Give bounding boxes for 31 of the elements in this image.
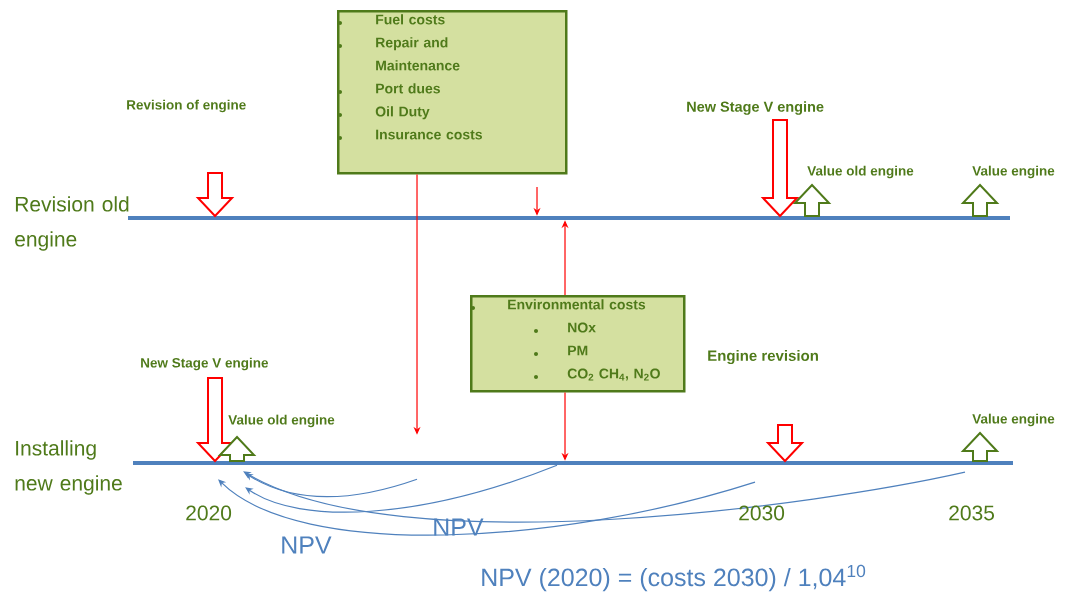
arrow [245,464,558,513]
block-arrow [960,183,1000,217]
event-label: Value engine [972,413,1055,427]
npv-formula: NPV (2020) = (costs 2030) / 1,04$^{10}$ [482,564,866,592]
block-arrow [792,183,832,217]
event-label: New Stage V engine [687,101,824,115]
block-arrow [217,435,257,462]
event-label: Revision of engine [127,99,246,113]
event-label: Value engine [972,165,1055,179]
event-label: Value old engine [807,165,914,179]
event-label: New Stage V engine [141,357,268,371]
timeline-bar [128,216,1010,220]
event-label: Value old engine [228,414,335,428]
timeline-label: Installing new engine [15,440,122,495]
year-label: 2035 [949,505,994,521]
block-arrow [195,172,235,218]
arrow [218,479,756,536]
cost-box: Fuel costs Repair and Maintenance Port dues Oil Duty Insurance costs [337,10,568,175]
timeline-bar [133,461,1013,465]
block-arrow [765,424,805,463]
year-label: 2020 [186,505,232,521]
block-arrow [760,119,800,218]
event-label: Engine revision [708,349,818,364]
arrow [243,471,966,523]
timeline-label: Revision old engine [15,196,129,251]
arrow [245,473,418,498]
npv-label: NPV [282,536,332,554]
npv-label: NPV [434,518,484,536]
block-arrow [960,431,1000,462]
year-label: 2030 [739,505,785,521]
cost-box: Environmental costs NOx PM CO$_{2}$ CH$_{4}$, N$_{2}$O [470,295,686,393]
